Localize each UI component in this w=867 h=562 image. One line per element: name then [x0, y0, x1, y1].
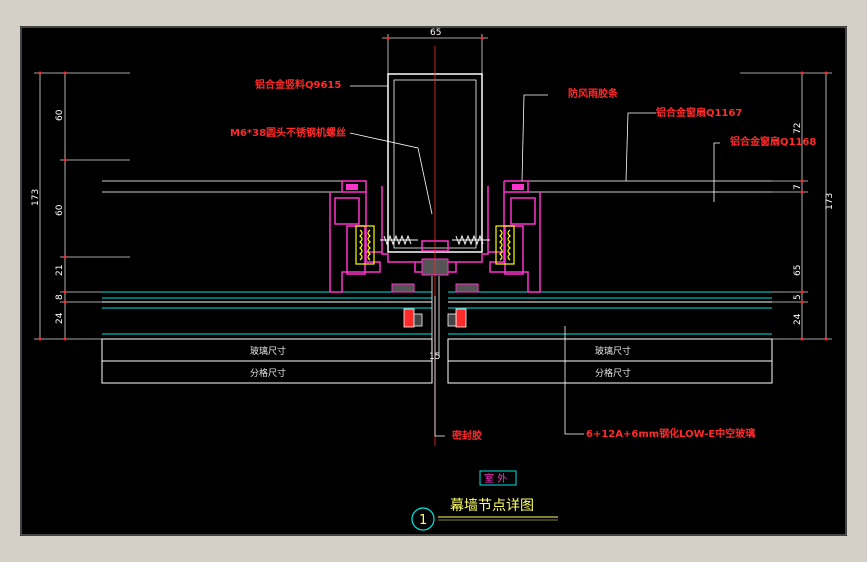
dim-left-total: 173	[31, 189, 41, 206]
dim-right-0: 72	[793, 123, 803, 134]
dim-left-3: 8	[55, 294, 65, 300]
label-outside: 室 外	[484, 472, 507, 485]
glass-left	[102, 291, 432, 335]
label-mullion: 铝合金竖料Q9615	[255, 78, 341, 91]
right-dim-ticks	[800, 71, 828, 341]
right-dimension-chain	[740, 72, 832, 340]
left-dimension-chain	[34, 72, 130, 340]
label-sealant: 密封胶	[452, 429, 482, 442]
drawing-border	[20, 26, 847, 536]
dim-right-3: 5	[793, 294, 803, 300]
grid-size-left: 分格尺寸	[250, 367, 286, 379]
upper-frame-lines	[102, 180, 772, 193]
dim-right-2: 65	[793, 265, 803, 276]
drawing-title: 幕墙节点详图	[450, 498, 534, 514]
dim-right-total: 173	[825, 193, 835, 210]
left-dim-ticks	[38, 71, 67, 341]
label-glass-spec: 6+12A+6mm钢化LOW-E中空玻璃	[586, 427, 755, 440]
screw-left	[380, 234, 418, 246]
top-dimension	[382, 34, 488, 74]
size-bars	[101, 338, 773, 384]
left-weather-gasket	[346, 184, 358, 190]
right-sash-profile	[488, 180, 541, 293]
dim-left-1: 60	[55, 204, 65, 216]
glass-right	[448, 291, 772, 335]
screw-right	[452, 234, 490, 246]
detail-drawing: 173 60 60 21 8 24 72	[20, 26, 847, 536]
detail-number: 1	[419, 513, 427, 528]
label-screw: M6*38圆头不锈钢机螺丝	[230, 126, 346, 139]
label-sash-2: 铝合金窗扇Q1168	[730, 135, 816, 148]
dim-top: 65	[430, 28, 441, 38]
glass-size-left: 玻璃尺寸	[250, 345, 286, 357]
right-weather-gasket	[512, 184, 524, 190]
dim-left-4: 24	[55, 312, 65, 324]
backer-rod	[413, 313, 457, 327]
dim-left-2: 21	[55, 265, 65, 276]
label-sash-1: 铝合金窗扇Q1167	[656, 106, 742, 119]
leaders	[349, 85, 720, 437]
dim-right-1: 7	[793, 184, 803, 190]
yellow-gasket-right	[495, 225, 515, 265]
dim-right-4: 24	[793, 313, 803, 325]
dim-left-0: 60	[55, 109, 65, 121]
yellow-gasket-left	[355, 225, 375, 265]
glass-size-right: 玻璃尺寸	[595, 345, 631, 357]
grid-size-right: 分格尺寸	[595, 367, 631, 379]
drawing-canvas[interactable]: 173 60 60 21 8 24 72	[20, 26, 847, 536]
label-weather-strip: 防风雨胶条	[568, 87, 619, 100]
outside-box	[479, 470, 517, 486]
detail-number-circle	[411, 507, 435, 531]
